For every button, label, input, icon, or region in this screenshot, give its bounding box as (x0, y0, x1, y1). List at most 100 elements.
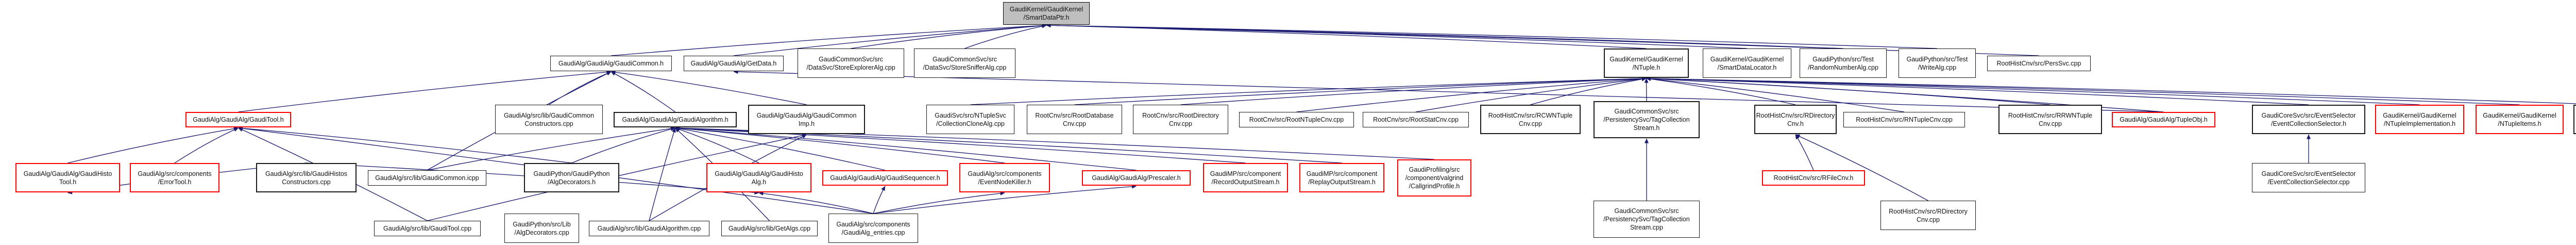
graph-node-getdata[interactable]: GaudiAlg/GaudiAlg/GetData.h (684, 56, 784, 71)
graph-node-ntuple[interactable]: GaudiKernel/GaudiKernel/NTuple.h (1604, 48, 1689, 78)
graph-node-storesniffer[interactable]: GaudiCommonSvc/src/DataSvc/StoreSnifferA… (914, 48, 1015, 78)
edge-eventcollectionselector_h-to-ntuple (1646, 76, 2309, 105)
node-label-line: GaudiAlg/src/lib/GetAlgs.cpp (728, 225, 811, 232)
graph-node-gaudialgorithm[interactable]: GaudiAlg/GaudiAlg/GaudiAlgorithm.h (614, 112, 737, 127)
graph-node-algdecorators_h[interactable]: GaudiPython/GaudiPython/AlgDecorators.h (524, 163, 619, 192)
graph-node-tupleobj[interactable]: GaudiAlg/GaudiAlg/TupleObj.h (2112, 112, 2215, 127)
graph-node-algdecorators_cpp[interactable]: GaudiPython/src/Lib/AlgDecorators.cpp (504, 214, 579, 243)
node-label-line: Cnv.cpp (1917, 216, 1940, 223)
node-label-line: RootCnv/src/RootStatCnv.cpp (1373, 116, 1459, 123)
graph-node-ntupleitems[interactable]: GaudiKernel/GaudiKernel/NTupleItems.h (2476, 105, 2564, 134)
edge-errortool-to-gauditool (174, 127, 239, 164)
graph-node-randomnumberalg[interactable]: GaudiPython/src/Test/RandomNumberAlg.cpp (1800, 48, 1887, 78)
graph-node-eventcollectionselector_h[interactable]: GaudiCoreSvc/src/EventSelector/EventColl… (2252, 105, 2365, 134)
graph-node-eventcollectionselector_cpp[interactable]: GaudiCoreSvc/src/EventSelector/EventColl… (2252, 163, 2365, 192)
graph-node-writealg[interactable]: GaudiPython/src/Test/WriteAlg.cpp (1899, 48, 1976, 78)
node-label-line: Cnv.cpp (1063, 120, 1086, 127)
graph-node-gaudialgorithm_cpp[interactable]: GaudiAlg/src/lib/GaudiAlgorithm.cpp (589, 221, 709, 236)
graph-node-eventnodekiller[interactable]: GaudiAlg/src/components/EventNodeKiller.… (959, 163, 1050, 192)
node-label-line: /EventCollectionSelector.h (2271, 120, 2346, 127)
node-label-line: /ErrorTool.h (158, 178, 192, 186)
edge-selector_cpp-to-ntuple (1646, 76, 2576, 104)
graph-node-rntuplecnv[interactable]: RootHistCnv/src/RNTupleCnv.cpp (1843, 112, 1965, 127)
node-label-line: RootCnv/src/RootNTupleCnv.cpp (1249, 116, 1344, 123)
graph-node-rootstatcnv[interactable]: RootCnv/src/RootStatCnv.cpp (1363, 112, 1469, 127)
graph-node-tagcollectionstream_h[interactable]: GaudiCommonSvc/src/PersistencySvc/TagCol… (1594, 101, 1700, 138)
graph-node-gauditool_cpp[interactable]: GaudiAlg/src/lib/GaudiTool.cpp (374, 221, 481, 236)
graph-node-tagcollectionstream_cpp[interactable]: GaudiCommonSvc/src/PersistencySvc/TagCol… (1594, 201, 1700, 238)
node-label-line: GaudiAlg/src/components (968, 170, 1042, 177)
node-label-line: Alg.h (751, 178, 767, 186)
node-label-line: RootCnv/src/RootDatabase (1035, 111, 1114, 119)
node-label-line: /EventCollectionSelector.cpp (2267, 178, 2350, 186)
node-label-line: RootHistCnv/src/RCWNTuple (1488, 111, 1573, 119)
graph-node-rfilecnv_h[interactable]: RootHistCnv/src/RFileCnv.h (1762, 170, 1865, 186)
node-label-line: GaudiCommonSvc/src (1614, 207, 1679, 215)
graph-node-gauditool[interactable]: GaudiAlg/GaudiAlg/GaudiTool.h (185, 112, 291, 127)
graph-node-gaudisequencer[interactable]: GaudiAlg/GaudiAlg/GaudiSequencer.h (822, 170, 948, 186)
graph-node-gaudicommon[interactable]: GaudiAlg/GaudiAlg/GaudiCommon.h (550, 56, 672, 71)
graph-node-replayoutputstream[interactable]: GaudiMP/src/component/ReplayOutputStream… (1299, 163, 1384, 192)
node-label-line: GaudiAlg/GaudiAlg/GaudiAlgorithm.h (622, 116, 728, 123)
node-label-line: /ReplayOutputStream.h (1308, 178, 1376, 186)
node-label-line: /SmartDataPtr.h (1023, 14, 1070, 21)
node-label-line: RootHistCnv/src/RDirectory (1889, 207, 1968, 215)
edge-gaudicommonimp-to-gaudicommon (611, 70, 807, 105)
graph-node-recordoutputstream[interactable]: GaudiMP/src/component/RecordOutputStream… (1203, 163, 1288, 192)
graph-node-gaudicommonicpp[interactable]: GaudiAlg/src/lib/GaudiCommon.icpp (368, 170, 486, 186)
graph-node-storeexplorer[interactable]: GaudiCommonSvc/src/DataSvc/StoreExplorer… (798, 48, 904, 78)
node-label-line: GaudiAlg/GaudiAlg/GaudiSequencer.h (830, 174, 940, 182)
graph-node-gaudialg_entries[interactable]: GaudiAlg/src/components/GaudiAlg_entries… (828, 214, 918, 243)
graph-node-collectionclonealg[interactable]: GaudiSvc/src/NTupleSvc/CollectionCloneAl… (926, 105, 1014, 134)
graph-node-smartdatalocator[interactable]: GaudiKernel/GaudiKernel/SmartDataLocator… (1703, 48, 1791, 78)
node-label-line: /AlgDecorators.cpp (514, 228, 569, 236)
node-label-line: RootHistCnv/src/PersSvc.cpp (1996, 60, 2081, 67)
edge-rdirectorycnv_cpp-to-rdirectorycnv_h (1795, 134, 1928, 201)
node-label-line: GaudiAlg/src/components (836, 220, 910, 228)
graph-node-callgrindprofile[interactable]: GaudiProfiling/src/component/valgrind/Ca… (1397, 159, 1471, 197)
node-label-line: GaudiMP/src/component (1210, 170, 1281, 177)
graph-node-ntupleimplementation[interactable]: GaudiKernel/GaudiKernel/NTupleImplementa… (2375, 105, 2464, 134)
graph-node-rootntuplecnv[interactable]: RootCnv/src/RootNTupleCnv.cpp (1239, 112, 1354, 127)
edge-gaudialgorithm_cpp-to-gaudialgorithm (649, 127, 676, 221)
node-label-line: GaudiAlg/GaudiAlg/GaudiCommon (756, 111, 857, 119)
node-label-line: /PersistencySvc/TagCollection (1603, 116, 1690, 123)
node-label-line: RootCnv/src/RootDirectory (1142, 111, 1219, 119)
node-label-line: /RecordOutputStream.h (1211, 178, 1280, 186)
graph-node-getalgs_cpp[interactable]: GaudiAlg/src/lib/GetAlgs.cpp (721, 221, 818, 236)
node-label-line: GaudiAlg/src/lib/GaudiTool.cpp (383, 225, 471, 232)
node-label-line: /DataSvc/StoreExplorerAlg.cpp (806, 63, 895, 71)
graph-node-prescaler[interactable]: GaudiAlg/GaudiAlg/Prescaler.h (1082, 170, 1191, 186)
node-label-line: GaudiAlg/src/lib/GaudiCommon (503, 111, 595, 119)
graph-node-selector_cpp[interactable]: GaudiKernel/src/Lib/Selector.cpp (2573, 105, 2576, 134)
node-label-line: /AlgDecorators.h (547, 178, 596, 186)
edge-smartdatalocator-to-smartdataptr (1046, 23, 1748, 49)
node-label-line: Cnv.cpp (1169, 120, 1192, 127)
node-label-line: /EventNodeKiller.h (978, 178, 1031, 186)
node-label-line: Tool.h (59, 178, 77, 186)
node-label-line: /PersistencySvc/TagCollection (1603, 216, 1690, 223)
graph-node-errortool[interactable]: GaudiAlg/src/components/ErrorTool.h (130, 163, 219, 192)
edge-storeexplorer-to-smartdataptr (851, 23, 1047, 49)
graph-node-perssvc[interactable]: RootHistCnv/src/PersSvc.cpp (1987, 56, 2091, 71)
edge-perssvc-to-smartdataptr (1046, 23, 2039, 56)
edge-gaudialgorithm-to-gaudicommon (611, 71, 675, 112)
node-label-line: GaudiPython/src/Test (1812, 55, 1874, 63)
edge-gaudihistoalg-to-gaudialgorithm (675, 127, 759, 164)
node-label-line: GaudiAlg/GaudiAlg/GaudiCommon.h (558, 60, 664, 67)
edge-randomnumberalg-to-smartdataptr (1046, 23, 1843, 49)
node-label-line: GaudiAlg/GaudiAlg/GetData.h (690, 60, 777, 67)
graph-node-smartdataptr[interactable]: GaudiKernel/GaudiKernel/SmartDataPtr.h (1003, 2, 1090, 25)
